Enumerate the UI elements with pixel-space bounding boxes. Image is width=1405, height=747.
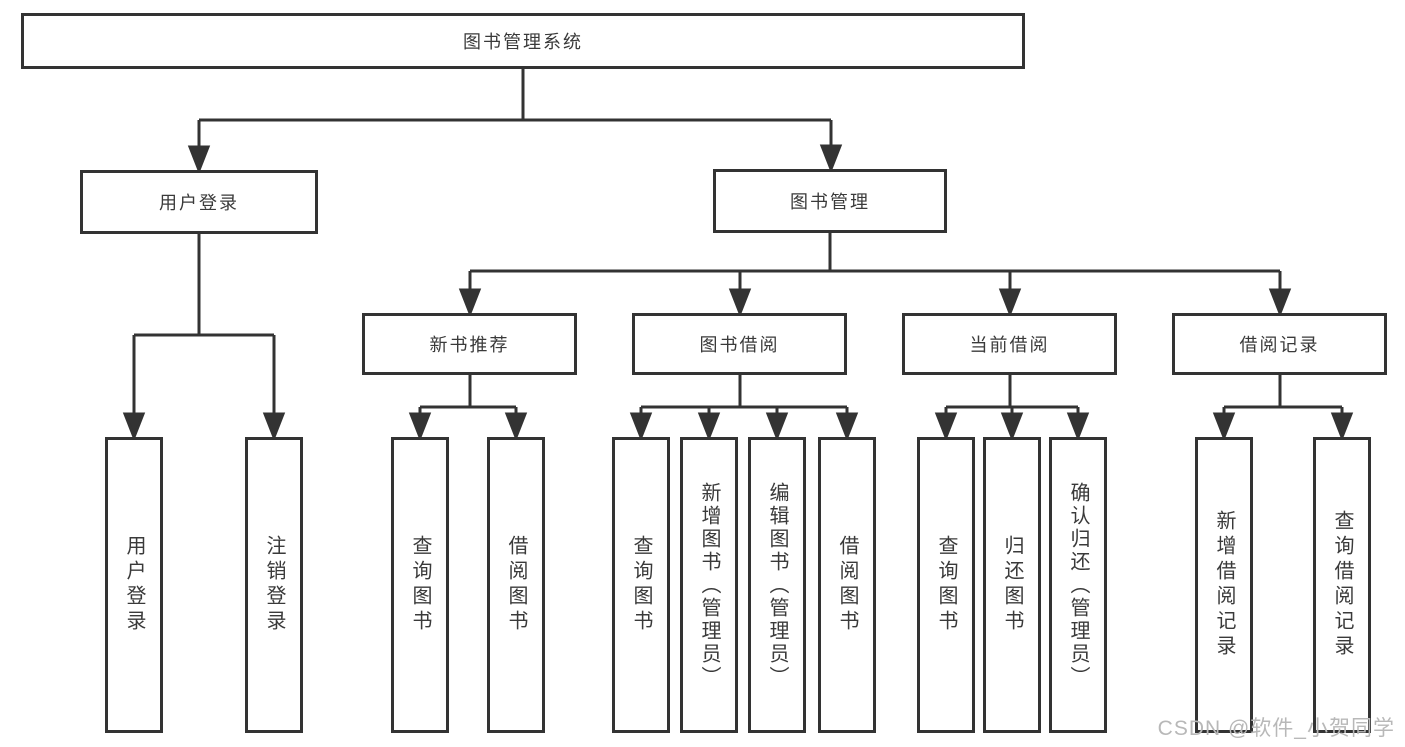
- connector-current-borrowing-to-leaves: [934, 375, 1090, 442]
- leaf-add-borrow-record: 新增借阅记录: [1195, 437, 1253, 733]
- connector-root-to-level2: [187, 69, 843, 175]
- connector-new-book-recommend-to-leaves: [408, 375, 528, 442]
- leaf-borrow-books-recommend: 借阅图书: [487, 437, 545, 733]
- arrowhead: [1268, 288, 1292, 318]
- arrowhead: [1066, 412, 1090, 442]
- arrowhead: [765, 412, 789, 442]
- node-user-login: 用户登录: [80, 170, 318, 234]
- leaf-query-books-current: 查询图书: [917, 437, 975, 733]
- arrowhead: [458, 288, 482, 318]
- arrowhead: [934, 412, 958, 442]
- connector-book-borrowing-to-leaves: [629, 375, 859, 442]
- connector-user-login-to-leaves: [122, 234, 286, 442]
- arrowhead: [835, 412, 859, 442]
- leaf-edit-books-admin: 编辑图书（管理员）: [748, 437, 806, 733]
- arrowhead: [819, 144, 843, 174]
- arrowhead: [122, 412, 146, 442]
- node-book-management: 图书管理: [713, 169, 947, 233]
- leaf-confirm-return-admin: 确认归还（管理员）: [1049, 437, 1107, 733]
- node-book-borrowing: 图书借阅: [632, 313, 847, 375]
- arrowhead: [187, 145, 211, 175]
- node-root-system: 图书管理系统: [21, 13, 1025, 69]
- arrowhead: [1000, 412, 1024, 442]
- node-current-borrowing: 当前借阅: [902, 313, 1117, 375]
- leaf-query-borrow-record: 查询借阅记录: [1313, 437, 1371, 733]
- arrowhead: [504, 412, 528, 442]
- arrowhead: [408, 412, 432, 442]
- arrowhead: [629, 412, 653, 442]
- arrowhead: [697, 412, 721, 442]
- arrowhead: [728, 288, 752, 318]
- leaf-logout: 注销登录: [245, 437, 303, 733]
- leaf-query-books-recommend: 查询图书: [391, 437, 449, 733]
- leaf-add-books-admin: 新增图书（管理员）: [680, 437, 738, 733]
- arrowhead: [998, 288, 1022, 318]
- leaf-borrow-books-borrowing: 借阅图书: [818, 437, 876, 733]
- node-borrowing-records: 借阅记录: [1172, 313, 1387, 375]
- leaf-return-books: 归还图书: [983, 437, 1041, 733]
- connector-borrowing-records-to-leaves: [1212, 375, 1354, 442]
- arrowhead: [262, 412, 286, 442]
- arrowhead: [1212, 412, 1236, 442]
- node-new-book-recommendation: 新书推荐: [362, 313, 577, 375]
- leaf-user-login: 用户登录: [105, 437, 163, 733]
- connector-book-management-to-level3: [458, 233, 1292, 318]
- csdn-watermark: CSDN @软件_小贺同学: [1157, 717, 1395, 740]
- leaf-query-books-borrowing: 查询图书: [612, 437, 670, 733]
- arrowhead: [1330, 412, 1354, 442]
